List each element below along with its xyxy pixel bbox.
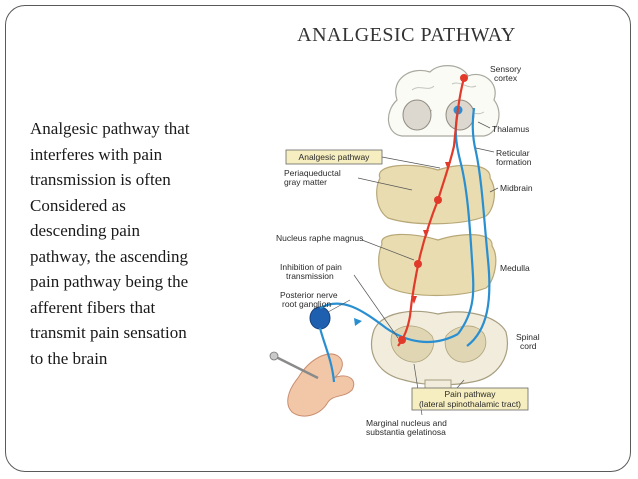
descending-arrow-2 — [423, 230, 429, 238]
pain-pathway-label-box — [411, 387, 529, 411]
medulla-section — [378, 233, 497, 297]
periaqueductal-label-2: gray matter — [284, 177, 327, 187]
reticular-label-2: formation — [496, 157, 532, 167]
slide-title: ANALGESIC PATHWAY — [0, 24, 638, 47]
ganglion-node — [309, 306, 331, 330]
sensory-cortex-label-1: Sensory — [490, 64, 522, 74]
ascending-pain-pathway — [318, 107, 491, 383]
slide-body-text: Analgesic pathway that interferes with p… — [30, 119, 190, 368]
slide-title-text: ANALGESIC PATHWAY — [297, 24, 516, 46]
hand-illustration — [269, 351, 355, 417]
raphe-node — [414, 260, 422, 268]
cortex-node — [460, 74, 468, 82]
reticular-label-1: Reticular — [496, 148, 530, 158]
spinal-label-2: cord — [520, 341, 537, 351]
pag-node — [434, 196, 442, 204]
descending-arrow-3 — [411, 296, 417, 304]
pain-pathway-label-1: Pain pathway — [444, 389, 496, 399]
analgesic-pathway-label-box — [285, 149, 383, 165]
analgesic-pathway-diagram: Analgesic pathway Pain pathway (lateral … — [269, 64, 540, 437]
midbrain-label: Midbrain — [500, 183, 533, 193]
posterior-label-1: Posterior nerve — [280, 290, 338, 300]
inhibition-label-1: Inhibition of pain — [280, 262, 342, 272]
brain-cortex — [388, 65, 500, 137]
marginal-label-2: substantia gelatinosa — [366, 427, 446, 437]
descending-arrow-1 — [445, 162, 451, 170]
analgesic-pathway-label: Analgesic pathway — [299, 152, 371, 162]
descending-analgesic-pathway — [397, 77, 466, 347]
medulla-label: Medulla — [500, 263, 530, 273]
marginal-label-1: Marginal nucleus and — [366, 418, 447, 428]
pain-pathway-label-2: (lateral spinothalamic tract) — [419, 399, 521, 409]
midbrain-section — [376, 164, 495, 225]
sensory-cortex-label-2: cortex — [494, 73, 518, 83]
inhibition-node — [398, 336, 406, 344]
ascending-arrow-head — [354, 318, 362, 326]
inhibition-label-2: transmission — [286, 271, 334, 281]
posterior-label-2: root ganglion — [282, 299, 331, 309]
thalamus-label: Thalamus — [492, 124, 529, 134]
raphe-label: Nucleus raphe magnus — [276, 233, 363, 243]
spinal-label-1: Spinal — [516, 332, 540, 342]
periaqueductal-label-1: Periaqueductal — [284, 168, 341, 178]
